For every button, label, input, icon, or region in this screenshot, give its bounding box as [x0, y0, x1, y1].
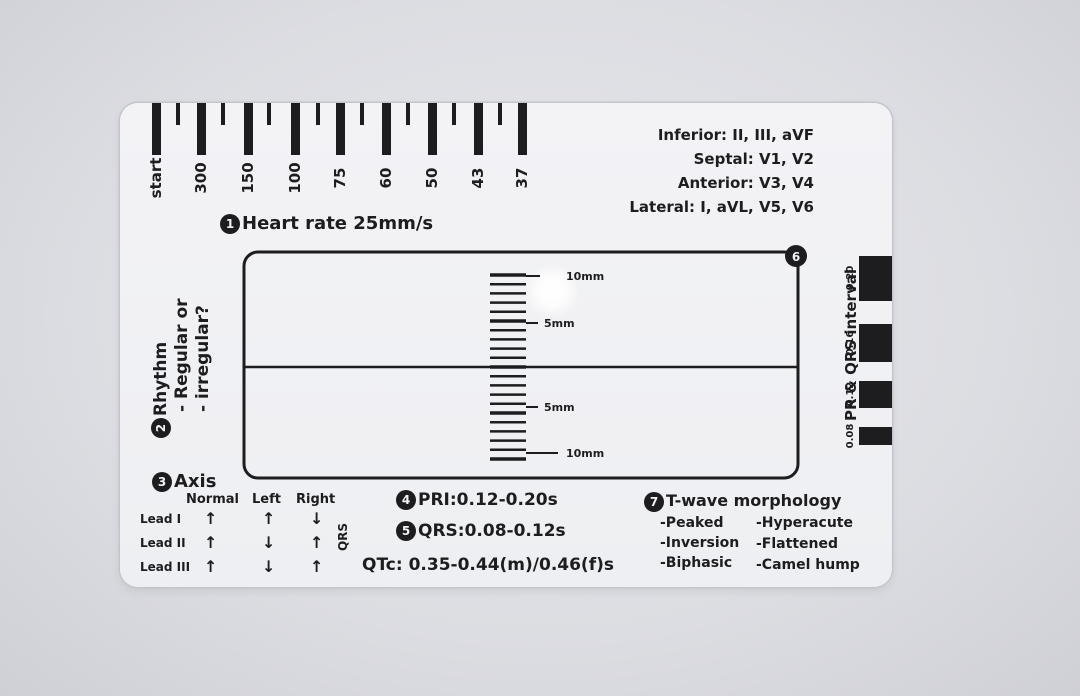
arrow-icon: ↑ [204, 533, 218, 552]
lead-group-septal: Septal: V1, V2 [693, 150, 814, 168]
heart-rate-ticks [152, 103, 527, 155]
twave-col-2: -Hyperacute -Flattened -Camel hump [756, 513, 860, 576]
tick-75 [336, 103, 345, 155]
axis-row-lead-i: Lead I ↑ ↑ ↓ [140, 509, 324, 528]
lead-group-lateral: Lateral: I, aVL, V5, V6 [629, 198, 814, 216]
arrow-icon: ↑ [204, 509, 218, 528]
arrow-icon: ↑ [310, 557, 324, 576]
lead-group-anterior: Anterior: V3, V4 [677, 174, 814, 192]
lead-groups: Inferior: II, III, aVF Septal: V1, V2 An… [554, 123, 814, 219]
step-6-badge: 6 [792, 250, 800, 264]
interval-bar-016 [859, 324, 892, 362]
twave-camel-hump: -Camel hump [756, 557, 860, 573]
rhythm-box-frame [242, 250, 800, 480]
tick-150 [244, 103, 253, 155]
label-5mm-upper: 5mm [544, 317, 575, 330]
axis-col-right: Right [296, 492, 336, 507]
interval-label-012: 0.12 [845, 381, 856, 407]
interval-label-020: 0.20 [845, 265, 856, 291]
label-10mm-lower: 10mm [566, 447, 605, 460]
twave-title-text: T-wave morphology [666, 491, 842, 510]
twave-peaked: -Peaked [660, 515, 724, 531]
arrow-icon: ↓ [262, 557, 276, 576]
tick-100 [291, 103, 300, 155]
twave-col-1: -Peaked -Inversion -Biphasic [660, 513, 739, 573]
arrow-icon: ↑ [310, 533, 324, 552]
arrow-icon: ↓ [310, 509, 324, 528]
pri-text: PRI:0.12-0.20s [418, 490, 558, 510]
twave-inversion: -Inversion [660, 535, 740, 551]
rhythm-box: 6 [242, 245, 807, 480]
millimetre-scale [490, 273, 526, 461]
interval-label-016: 0.16 [845, 330, 856, 356]
axis-col-left: Left [252, 492, 281, 507]
axis-title-text: Axis [174, 471, 217, 492]
arrow-icon: ↑ [204, 557, 218, 576]
axis-row-lead-iii: Lead III ↑ ↓ ↑ [140, 557, 324, 576]
axis-col-normal: Normal [186, 492, 239, 507]
tick-start [152, 103, 161, 155]
twave-biphasic: -Biphasic [660, 555, 733, 571]
interval-scale [859, 256, 892, 445]
tick-50 [428, 103, 437, 155]
step-1-badge: 1 [220, 214, 240, 234]
tick-37 [518, 103, 527, 155]
axis-row-lead-ii: Lead II ↑ ↓ ↑ [140, 533, 324, 552]
qtc-text: QTc: 0.35-0.44(m)/0.46(f)s [362, 555, 614, 575]
interval-label-008: 0.08 [845, 423, 856, 449]
twave-hyperacute: -Hyperacute [756, 515, 853, 531]
twave-flattened: -Flattened [756, 536, 838, 552]
label-5mm-lower: 5mm [544, 401, 575, 414]
axis-table: Lead I ↑ ↑ ↓ Lead II ↑ ↓ ↑ Lead III ↑ ↓ … [140, 509, 340, 581]
tick-300 [197, 103, 206, 155]
qrs-text: QRS:0.08-0.12s [418, 521, 566, 541]
interval-bar-008 [859, 427, 892, 445]
label-10mm-upper: 10mm [566, 270, 605, 283]
arrow-icon: ↑ [262, 509, 276, 528]
heart-rate-title-text: Heart rate 25mm/s [242, 213, 434, 234]
step-6-badge-circle [785, 245, 807, 267]
interval-bar-012 [859, 381, 892, 408]
step-5-badge: 5 [396, 521, 416, 541]
light-glare [524, 263, 580, 319]
step-7-badge: 7 [644, 491, 664, 512]
tick-43 [474, 103, 483, 155]
step-4-badge: 4 [396, 490, 416, 510]
interval-bar-020 [859, 256, 892, 301]
tick-60 [382, 103, 391, 155]
arrow-icon: ↓ [262, 533, 276, 552]
axis-side-label: QRS [336, 522, 350, 552]
lead-group-inferior: Inferior: II, III, aVF [657, 126, 814, 144]
step-3-badge: 3 [152, 472, 172, 492]
